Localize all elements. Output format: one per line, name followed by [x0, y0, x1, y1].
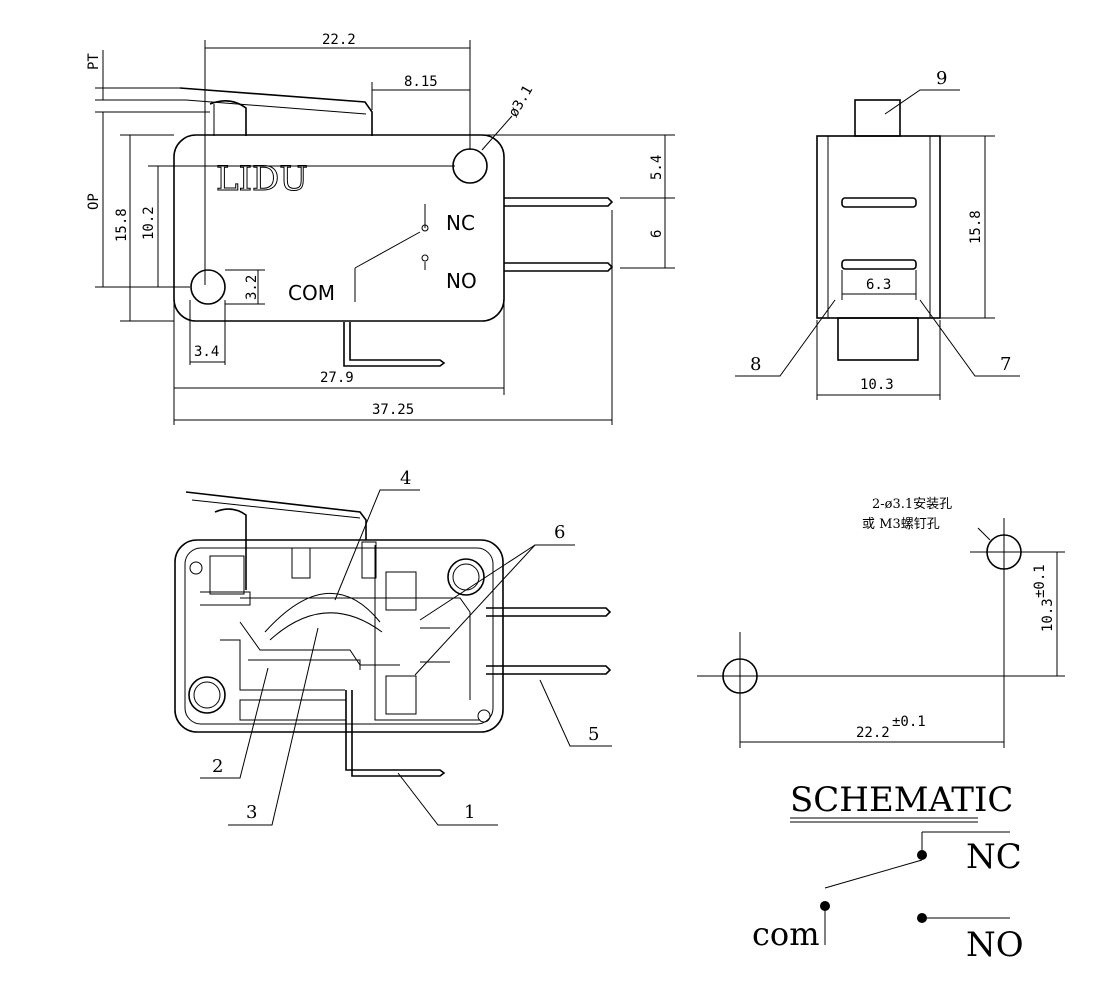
- terminal-label-nc: NC: [446, 211, 475, 235]
- internal-view: 4 6 5 2 3 1: [174, 468, 612, 826]
- callout-6: 6: [554, 522, 565, 543]
- dim-hole-diameter: ø3.1: [506, 83, 537, 120]
- dim-10-3-mount: 10.3: [1040, 598, 1056, 632]
- callout-4: 4: [400, 468, 411, 489]
- dim-22-2-tolerance: ±0.1: [892, 714, 926, 730]
- mount-note-line2: 或 M3螺钉孔: [862, 517, 940, 532]
- mount-hole-left: [190, 269, 226, 305]
- side-view: 6.3 10.3 15.8 9 8 7: [735, 68, 1020, 400]
- schematic-label-com: com: [752, 915, 820, 953]
- dim-3-4: 3.4: [194, 344, 219, 360]
- dim-op: OP: [86, 193, 102, 210]
- terminal-label-com: COM: [288, 281, 335, 305]
- schematic: SCHEMATIC NC NO com: [752, 780, 1024, 965]
- callout-5: 5: [588, 724, 599, 745]
- dim-6: 6: [649, 230, 665, 238]
- dim-37-25: 37.25: [372, 402, 414, 418]
- dim-pt: PT: [86, 53, 102, 70]
- callout-1: 1: [464, 802, 475, 823]
- callout-8: 8: [750, 354, 761, 375]
- dim-22-2-top: 22.2: [322, 32, 356, 48]
- dim-15-8-left: 15.8: [114, 208, 130, 242]
- mount-hole-right: [452, 148, 488, 184]
- top-view: LIDU NC NO COM 22.2 8.15 ø3.1 PT OP 15.8: [86, 32, 675, 425]
- switch-body-outline: [173, 134, 505, 322]
- dim-8-15: 8.15: [404, 74, 438, 90]
- callout-7: 7: [1000, 354, 1011, 375]
- dim-3-2: 3.2: [244, 275, 260, 300]
- dim-10-3-tolerance: ±0.1: [1032, 564, 1048, 598]
- callout-3: 3: [246, 802, 257, 823]
- dim-22-2-mount: 22.2: [856, 725, 890, 741]
- brand-logo: LIDU: [216, 159, 308, 199]
- schematic-title: SCHEMATIC: [790, 780, 1013, 820]
- schematic-label-no: NO: [966, 925, 1024, 965]
- callout-9: 9: [936, 68, 947, 89]
- mount-note-line1: 2-ø3.1安装孔: [872, 497, 952, 512]
- dim-5-4: 5.4: [649, 155, 665, 180]
- dim-6-3: 6.3: [866, 277, 891, 293]
- mounting-hole-layout: 2-ø3.1安装孔 或 M3螺钉孔 10.3 ±0.1 22.2 ±0.1: [697, 497, 1065, 748]
- dim-10-3-side: 10.3: [860, 377, 894, 393]
- schematic-label-nc: NC: [966, 837, 1022, 877]
- terminal-label-no: NO: [446, 269, 477, 293]
- callout-2: 2: [212, 756, 223, 777]
- dim-15-8-side: 15.8: [968, 210, 984, 244]
- dim-27-9: 27.9: [320, 370, 354, 386]
- dim-10-2: 10.2: [141, 206, 157, 240]
